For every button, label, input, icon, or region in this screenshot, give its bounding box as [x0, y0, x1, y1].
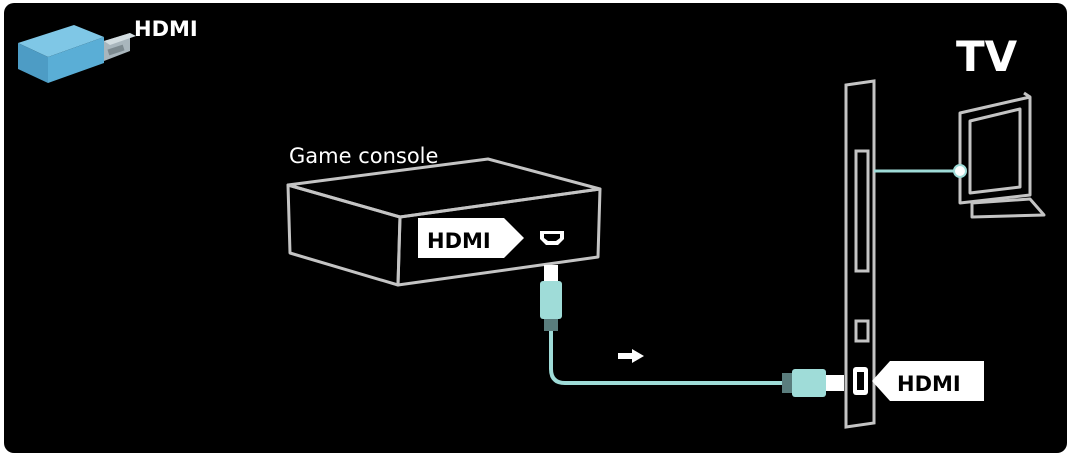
game-console-title: Game console — [289, 144, 438, 168]
console-hdmi-label: HDMI — [418, 218, 524, 258]
console-hdmi-label-text: HDMI — [427, 229, 491, 253]
hdmi-connector-icon — [18, 25, 136, 83]
tv-icon — [958, 91, 1046, 219]
diagram-frame: HDMI TV Game console HDMI — [4, 3, 1067, 453]
tv-link-line — [874, 164, 967, 178]
console-hdmi-port — [540, 231, 564, 245]
tv-hdmi-label: HDMI — [872, 361, 984, 401]
tv-side-panel — [844, 79, 876, 429]
hdmi-cable — [540, 265, 844, 397]
game-console-box — [286, 157, 602, 287]
tv-hdmi-label-text: HDMI — [897, 372, 961, 396]
direction-arrow-icon — [618, 349, 644, 363]
connection-diagram: HDMI TV Game console HDMI — [18, 17, 1046, 429]
tv-title: TV — [956, 32, 1018, 81]
tv-hdmi-port — [853, 367, 868, 395]
cable-type-title: HDMI — [134, 17, 198, 41]
